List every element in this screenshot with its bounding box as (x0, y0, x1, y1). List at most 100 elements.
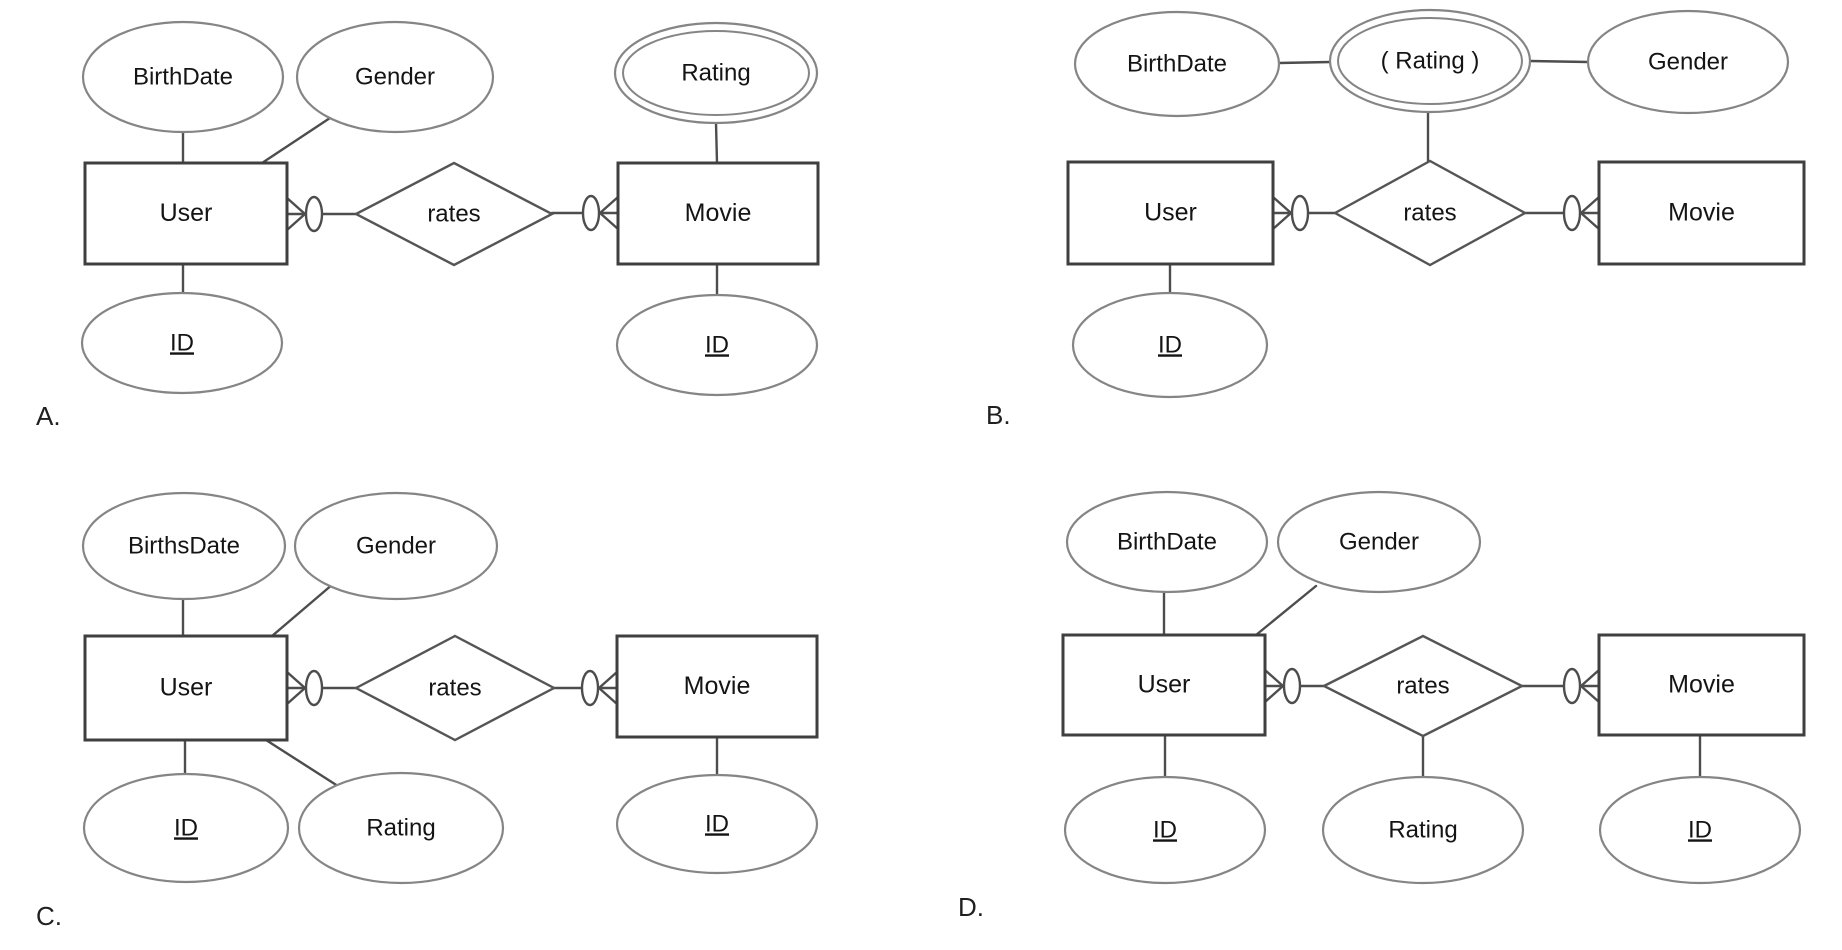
shape-label: rates (1403, 199, 1456, 226)
entity-user: User (1066, 160, 1275, 266)
shape-label: Rating (1388, 816, 1457, 843)
shape-label: User (160, 674, 213, 702)
attribute-birthsdate: BirthsDate (81, 491, 287, 601)
connector-line (1254, 584, 1318, 637)
shape-label: BirthDate (1117, 528, 1217, 555)
connector-line (264, 738, 343, 790)
shape-label: Gender (1648, 48, 1728, 75)
entity-user: User (1061, 633, 1267, 737)
crowfoot-icon (598, 195, 620, 215)
connector-line (270, 582, 335, 638)
attribute-id-movie: ID (1598, 775, 1802, 885)
attribute-birthdate: BirthDate (81, 20, 285, 134)
attribute-id-user: ID (82, 772, 290, 884)
oval-marker-icon (304, 669, 324, 707)
shape-label: BirthDate (133, 63, 233, 90)
attribute-gender: Gender (293, 491, 499, 601)
crowfoot-icon (1263, 668, 1285, 688)
crowfoot-oval-connector (1263, 667, 1326, 705)
attribute-id-user: ID (1063, 775, 1267, 885)
shape-label: rates (427, 200, 480, 227)
diagram-corner-label: B. (986, 400, 1011, 430)
crowfoot-oval-connector (285, 195, 358, 233)
shape-label: Rating (681, 59, 750, 86)
diagram-corner-label: C. (36, 901, 62, 931)
shape-label: Movie (684, 672, 751, 700)
crowfoot-oval-connector (285, 669, 358, 707)
shape-label: ID (705, 810, 729, 837)
relationship-rates: rates (353, 634, 557, 742)
shape-label: User (1144, 199, 1197, 227)
oval-marker-icon (1562, 667, 1582, 705)
shape-label: BirthsDate (128, 532, 240, 559)
attribute-rating: Rating (1321, 775, 1525, 885)
oval-marker-icon (580, 669, 600, 707)
shape-label: ( Rating ) (1381, 47, 1480, 74)
entity-user: User (83, 161, 289, 266)
crowfoot-oval-connector (1520, 667, 1601, 705)
shape-label: ID (170, 329, 194, 356)
connector-line (260, 114, 335, 165)
crowfoot-oval-connector (1271, 194, 1337, 232)
entity-user: User (83, 634, 289, 742)
attribute-birthdate: BirthDate (1073, 10, 1281, 118)
attribute-id-user: ID (1071, 291, 1269, 399)
attribute-id-movie: ID (615, 773, 819, 875)
shape-label: Movie (685, 199, 752, 227)
attribute-rating-multivalued: Rating (613, 21, 819, 125)
shape-label: Movie (1668, 671, 1735, 699)
shape-label: Movie (1668, 199, 1735, 227)
crowfoot-icon (1271, 195, 1293, 215)
connector-line (714, 121, 719, 165)
shape-label: User (1138, 671, 1191, 699)
crowfoot-icon (597, 670, 619, 690)
oval-marker-icon (304, 195, 324, 233)
attribute-gender: Gender (1276, 490, 1482, 594)
entity-movie: Movie (1597, 633, 1806, 737)
crowfoot-icon (1579, 668, 1601, 688)
shape-label: ID (705, 331, 729, 358)
shape-label: Gender (355, 63, 435, 90)
oval-marker-icon (1290, 194, 1310, 232)
attribute-id-user: ID (80, 291, 284, 395)
entity-movie: Movie (616, 161, 820, 266)
crowfoot-oval-connector (550, 194, 620, 232)
shape-label: ID (1153, 816, 1177, 843)
attribute-rating: Rating (297, 771, 505, 885)
crowfoot-icon (285, 670, 307, 690)
shape-label: Rating (366, 814, 435, 841)
entity-movie: Movie (1597, 160, 1806, 266)
crowfoot-oval-connector (1523, 194, 1601, 232)
shape-label: ID (174, 814, 198, 841)
shape-label: Gender (1339, 528, 1419, 555)
attribute-rating-multivalued: ( Rating ) (1328, 8, 1532, 114)
relationship-rates: rates (353, 161, 555, 267)
connector-line (1528, 59, 1590, 64)
crowfoot-icon (285, 196, 307, 216)
shape-label: User (160, 199, 213, 227)
diagram-corner-label: D. (958, 892, 984, 922)
shape-label: rates (428, 674, 481, 701)
shape-label: rates (1396, 672, 1449, 699)
relationship-rates: rates (1332, 159, 1528, 267)
connector-line (1277, 60, 1332, 65)
attribute-birthdate: BirthDate (1065, 490, 1269, 594)
oval-marker-icon (1282, 667, 1302, 705)
entity-movie: Movie (615, 634, 819, 739)
attribute-gender: Gender (1586, 9, 1790, 115)
shape-label: BirthDate (1127, 50, 1227, 77)
shape-label: ID (1688, 816, 1712, 843)
shape-label: Gender (356, 532, 436, 559)
attribute-id-movie: ID (615, 293, 819, 397)
attribute-gender: Gender (295, 20, 495, 134)
oval-marker-icon (581, 194, 601, 232)
relationship-rates: rates (1321, 634, 1525, 738)
crowfoot-oval-connector (552, 669, 619, 707)
shape-label: ID (1158, 331, 1182, 358)
